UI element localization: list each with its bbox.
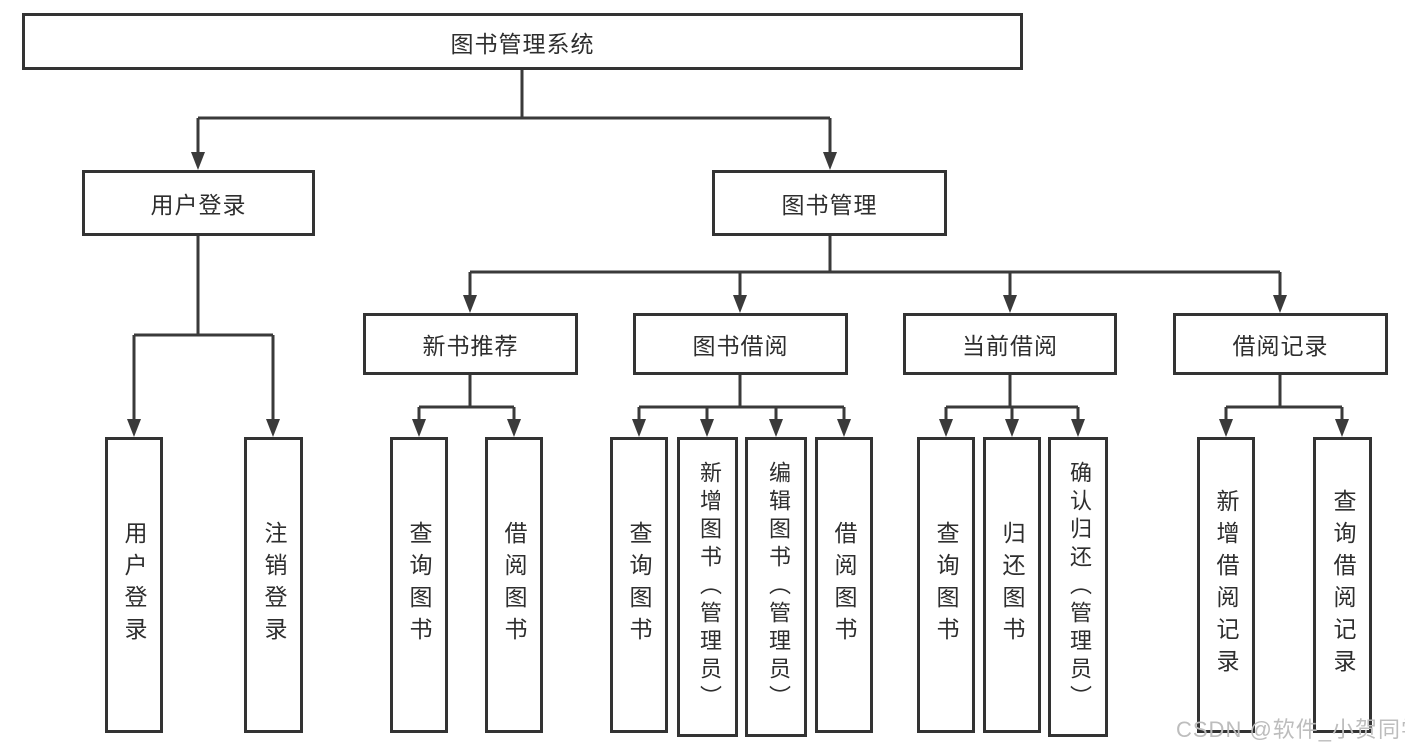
node-book-borrow: 图书借阅 bbox=[633, 313, 848, 375]
csdn-watermark: CSDN @软件_小贺同学 bbox=[1176, 717, 1405, 742]
node-current-borrow: 当前借阅 bbox=[903, 313, 1117, 375]
leaf-current-query-books: 查询图书 bbox=[917, 437, 975, 733]
leaf-user-login: 用户登录 bbox=[105, 437, 163, 733]
leaf-edit-books-admin: 编辑图书（管理员） bbox=[745, 437, 807, 737]
leaf-query-borrow-record: 查询借阅记录 bbox=[1313, 437, 1372, 733]
leaf-borrow-books: 借阅图书 bbox=[815, 437, 873, 733]
leaf-add-borrow-record: 新增借阅记录 bbox=[1197, 437, 1255, 733]
leaf-return-books: 归还图书 bbox=[983, 437, 1041, 733]
leaf-recommend-borrow-books: 借阅图书 bbox=[485, 437, 543, 733]
node-borrow-record: 借阅记录 bbox=[1173, 313, 1388, 375]
leaf-recommend-query-books: 查询图书 bbox=[390, 437, 448, 733]
node-library-system: 图书管理系统 bbox=[22, 13, 1023, 70]
node-book-management: 图书管理 bbox=[712, 170, 947, 236]
leaf-borrow-query-books: 查询图书 bbox=[610, 437, 668, 733]
node-user-login: 用户登录 bbox=[82, 170, 315, 236]
leaf-add-books-admin: 新增图书（管理员） bbox=[677, 437, 738, 737]
node-new-book-recommend: 新书推荐 bbox=[363, 313, 578, 375]
leaf-logout: 注销登录 bbox=[244, 437, 303, 733]
leaf-confirm-return-admin: 确认归还（管理员） bbox=[1048, 437, 1108, 737]
